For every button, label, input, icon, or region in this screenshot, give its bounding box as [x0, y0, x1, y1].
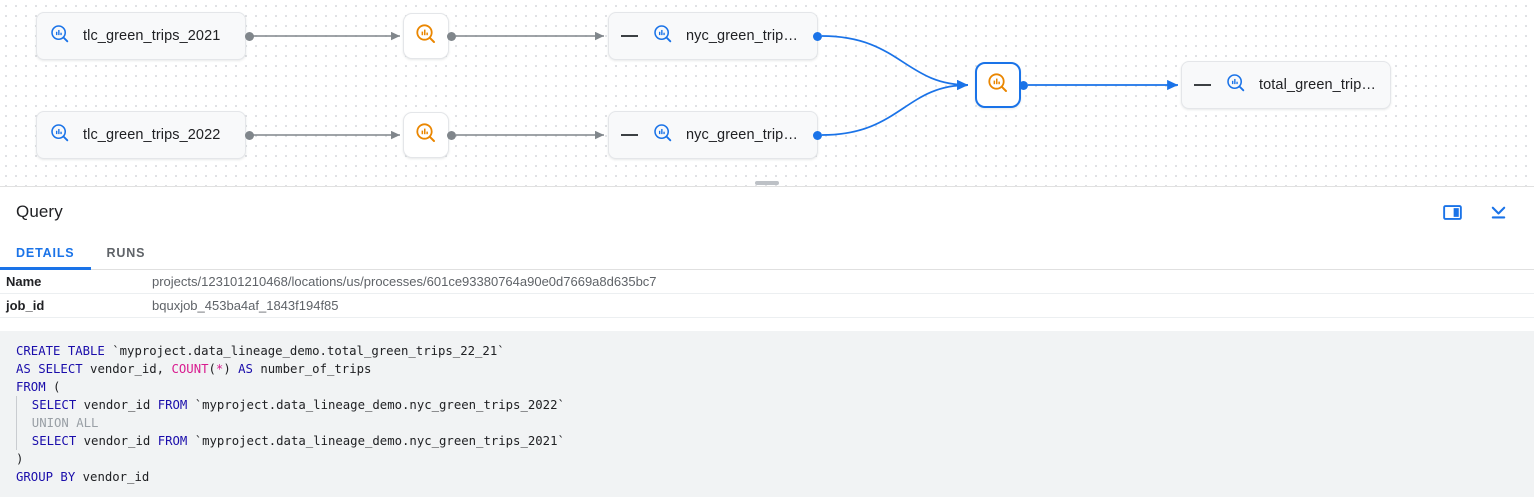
lineage-node-label: tlc_green_trips_2021	[83, 28, 221, 44]
lineage-node-process-2[interactable]	[403, 112, 449, 158]
node-output-port[interactable]	[813, 31, 822, 41]
bigquery-process-icon-orange	[986, 71, 1010, 100]
bigquery-table-icon-blue	[1225, 72, 1247, 99]
bigquery-table-icon-blue	[49, 23, 71, 50]
bigquery-process-icon-orange	[414, 22, 438, 51]
split-panel-icon[interactable]	[1440, 200, 1464, 224]
sql-line: AS SELECT vendor_id, COUNT(*) AS number_…	[16, 362, 372, 376]
bigquery-table-icon-blue	[49, 122, 71, 149]
node-output-port[interactable]	[245, 31, 254, 41]
details-table: Name projects/123101210468/locations/us/…	[0, 270, 1534, 318]
lineage-node-nyc-green-trips-bottom[interactable]: nyc_green_trips…	[608, 111, 818, 159]
bigquery-table-icon-blue	[652, 122, 674, 149]
sql-query-block[interactable]: CREATE TABLE `myproject.data_lineage_dem…	[0, 331, 1534, 497]
tab-details[interactable]: DETAILS	[0, 237, 91, 270]
lineage-node-label: nyc_green_trips…	[686, 127, 805, 143]
tab-label: DETAILS	[16, 246, 75, 260]
lineage-node-total-green-trips[interactable]: total_green_trip…	[1181, 61, 1391, 109]
panel-tabs: DETAILS RUNS	[0, 237, 1534, 270]
sql-line: FROM (	[16, 380, 61, 394]
detail-key: Name	[6, 274, 42, 289]
panel-resize-handle[interactable]	[0, 178, 1534, 188]
sql-line: )	[16, 452, 24, 466]
node-output-port[interactable]	[245, 130, 254, 140]
table-row: Name projects/123101210468/locations/us/…	[0, 270, 1534, 294]
sql-line: GROUP BY vendor_id	[16, 470, 150, 484]
node-output-port[interactable]	[1019, 80, 1028, 90]
page-title: Query	[16, 202, 63, 221]
table-row: job_id bquxjob_453ba4af_1843f194f85	[0, 294, 1534, 318]
lineage-node-label: tlc_green_trips_2022	[83, 127, 221, 143]
sql-line: SELECT vendor_id FROM `myproject.data_li…	[16, 432, 1534, 450]
collapse-minus-icon[interactable]	[621, 35, 638, 37]
bigquery-process-icon-orange	[414, 121, 438, 150]
sql-line: SELECT vendor_id FROM `myproject.data_li…	[16, 396, 1534, 414]
detail-key: job_id	[6, 298, 45, 313]
tab-label: RUNS	[106, 246, 146, 260]
node-output-port[interactable]	[813, 130, 822, 140]
lineage-node-label: nyc_green_trips…	[686, 28, 805, 44]
lineage-node-nyc-green-trips-top[interactable]: nyc_green_trips…	[608, 12, 818, 60]
lineage-node-label: total_green_trip…	[1259, 77, 1376, 93]
lineage-node-tlc-green-trips-2022[interactable]: tlc_green_trips_2022	[36, 111, 246, 159]
collapse-panel-icon[interactable]	[1486, 200, 1510, 224]
detail-value: projects/123101210468/locations/us/proce…	[152, 274, 657, 289]
query-details-panel: Query DETAILS RUNS Name	[0, 181, 1534, 503]
lineage-node-process-selected[interactable]	[975, 62, 1021, 108]
lineage-node-process-1[interactable]	[403, 13, 449, 59]
lineage-node-tlc-green-trips-2021[interactable]: tlc_green_trips_2021	[36, 12, 246, 60]
tab-runs[interactable]: RUNS	[91, 237, 162, 269]
sql-line: CREATE TABLE `myproject.data_lineage_dem…	[16, 344, 505, 358]
drag-handle-bar[interactable]	[755, 181, 779, 185]
detail-value: bquxjob_453ba4af_1843f194f85	[152, 298, 339, 313]
panel-header-actions	[1440, 200, 1518, 224]
panel-header: Query	[0, 187, 1534, 237]
node-output-port[interactable]	[447, 31, 456, 41]
lineage-graph-canvas[interactable]: tlc_green_trips_2021 tlc_green_trips_202…	[0, 0, 1534, 186]
bigquery-table-icon-blue	[652, 23, 674, 50]
collapse-minus-icon[interactable]	[1194, 84, 1211, 86]
collapse-minus-icon[interactable]	[621, 134, 638, 136]
sql-line: UNION ALL	[16, 414, 1534, 432]
node-output-port[interactable]	[447, 130, 456, 140]
